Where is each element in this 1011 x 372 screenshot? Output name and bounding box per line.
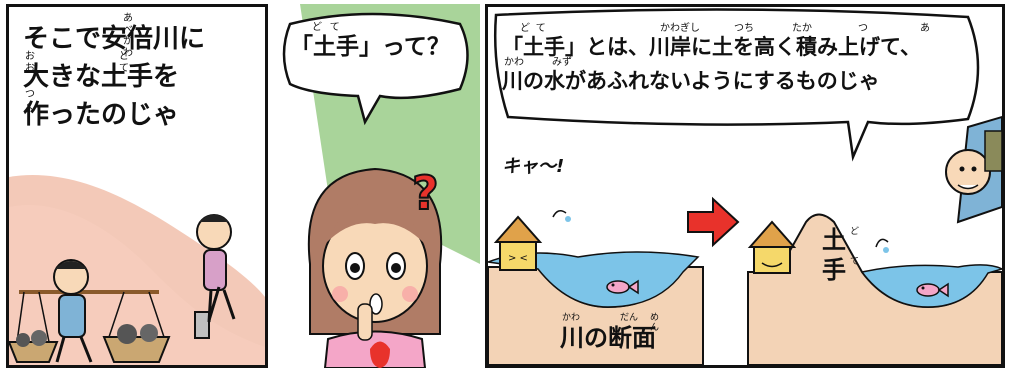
embankment-ruby-2: て <box>850 257 860 267</box>
ruby-a: あ <box>920 23 930 34</box>
embankment-ruby-1: ど <box>850 227 860 237</box>
speech-bubble <box>282 12 469 126</box>
ruby-kawagishi: かわぎし <box>660 23 700 34</box>
ruby-abekawa: あべかわ <box>123 13 139 59</box>
ruby-dote-3: どて <box>520 23 552 34</box>
ruby-tsu: つ <box>858 23 868 34</box>
fish-icon <box>606 279 639 295</box>
caption-line-1: そこで安倍川に <box>23 24 206 54</box>
construction-scene <box>9 175 265 365</box>
river-cross-section-scene: > < <box>488 8 1002 365</box>
arrow-right-icon <box>687 196 740 248</box>
ruby-kawa: かわ <box>504 57 524 68</box>
embankment-label: 土 ど 手 て <box>822 225 859 285</box>
ruby-oo: おお <box>25 51 35 74</box>
svg-text:?: ? <box>412 166 439 220</box>
ruby-mizu: みず <box>552 57 572 68</box>
cross-section-before: > < <box>488 210 704 365</box>
worker-with-shovel <box>194 214 236 339</box>
ruby-tsuku: つく <box>25 89 35 112</box>
house-icon: > < <box>493 215 543 271</box>
cross-section-after <box>747 213 1002 365</box>
scream-text: キャ〜! <box>502 156 565 177</box>
embankment-label-char-1: 土 <box>822 226 846 254</box>
ruby-tsuchi: つち <box>734 23 754 34</box>
ruby-dote: どて <box>119 51 137 74</box>
panel-question: ? どて 「土手」って？ <box>270 4 480 368</box>
fish-icon <box>916 282 949 298</box>
svg-text:> <: > < <box>508 253 528 264</box>
section-label-text: 川の断面 <box>560 324 656 352</box>
explanation-bubble <box>493 8 980 162</box>
panel-explanation: > < <box>485 4 1005 368</box>
section-ruby-dan: だん <box>620 313 639 323</box>
panel-construction: あべかわ そこで安倍川に おお どて 大きな土手を つく 作ったのじゃ <box>6 4 268 368</box>
bubble-text: 「土手」って？ <box>290 34 450 60</box>
girl-character <box>307 167 443 368</box>
question-scene: ? <box>270 4 480 368</box>
caption-line-3: 作ったのじゃ <box>23 100 180 130</box>
ruby-dote-bubble: どて <box>312 22 348 33</box>
section-ruby-kawa: かわ <box>562 313 581 323</box>
cross-section-label: かわ だん めん 川の断面 <box>560 313 659 353</box>
old-man-character <box>945 115 1002 224</box>
ruby-taka: たか <box>792 23 812 34</box>
section-ruby-men: めん <box>650 313 660 334</box>
caption-line-2: 大きな土手を <box>23 62 180 92</box>
house-icon <box>747 220 797 274</box>
panel3-caption: どて かわぎし つち たか つ あ 「土手」とは、川岸に土を高く積み上げて、 か… <box>502 23 930 103</box>
embankment-label-char-2: 手 <box>822 256 846 284</box>
water-splash-icon <box>552 210 571 222</box>
worker-carrying-baskets <box>9 259 171 363</box>
caption-line-2: 川の水があふれないようにするものじゃ <box>502 69 880 93</box>
caption-line-1: 「土手」とは、川岸に土を高く積み上げて、 <box>502 35 921 59</box>
question-mark-icon: ? <box>411 165 440 221</box>
panel2-bubble-text: どて 「土手」って？ <box>290 22 450 60</box>
water-splash-icon <box>875 238 889 253</box>
